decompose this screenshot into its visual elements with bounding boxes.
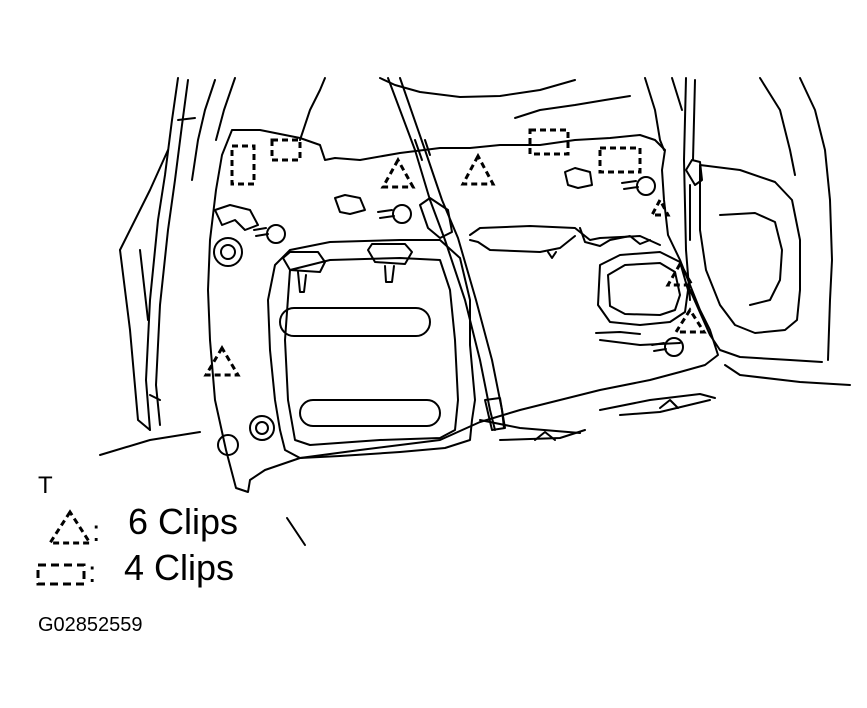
clip-brackets xyxy=(214,167,593,231)
right-seat-belt xyxy=(685,159,703,241)
triangle-clip-marker xyxy=(665,260,695,287)
seat-belt xyxy=(387,77,506,431)
cargo-floor xyxy=(99,393,716,456)
leader-line xyxy=(286,517,306,546)
clip-markers xyxy=(203,128,707,377)
circular-bosses xyxy=(213,237,275,456)
triangle-clip-marker xyxy=(649,196,671,217)
view-marker: T xyxy=(38,472,53,499)
left-door-frame xyxy=(119,77,236,431)
triangle-clip-marker xyxy=(673,307,707,334)
triangle-clip-icon xyxy=(47,509,93,545)
legend: : 6 Clips : 4 Clips xyxy=(36,501,238,589)
legend-colon: : xyxy=(88,556,96,589)
quarter-trim-panel xyxy=(207,129,719,493)
seat-back-outline xyxy=(299,77,631,141)
rect-clip-marker xyxy=(230,144,256,186)
rect-clip-marker xyxy=(270,138,302,162)
triangle-clip-marker xyxy=(380,156,416,189)
legend-text-triangle: 6 Clips xyxy=(128,501,238,542)
triangle-clip-marker xyxy=(203,345,241,377)
legend-colon: : xyxy=(92,515,100,548)
right-door-opening xyxy=(644,77,851,386)
rect-clip-marker xyxy=(528,128,570,156)
legend-text-rectangle: 4 Clips xyxy=(124,547,234,588)
rectangle-clip-icon xyxy=(36,563,86,586)
rect-clip-marker xyxy=(598,146,642,174)
figure-code: G02852559 xyxy=(38,614,143,636)
screws xyxy=(253,176,684,357)
triangle-clip-marker xyxy=(460,152,496,186)
